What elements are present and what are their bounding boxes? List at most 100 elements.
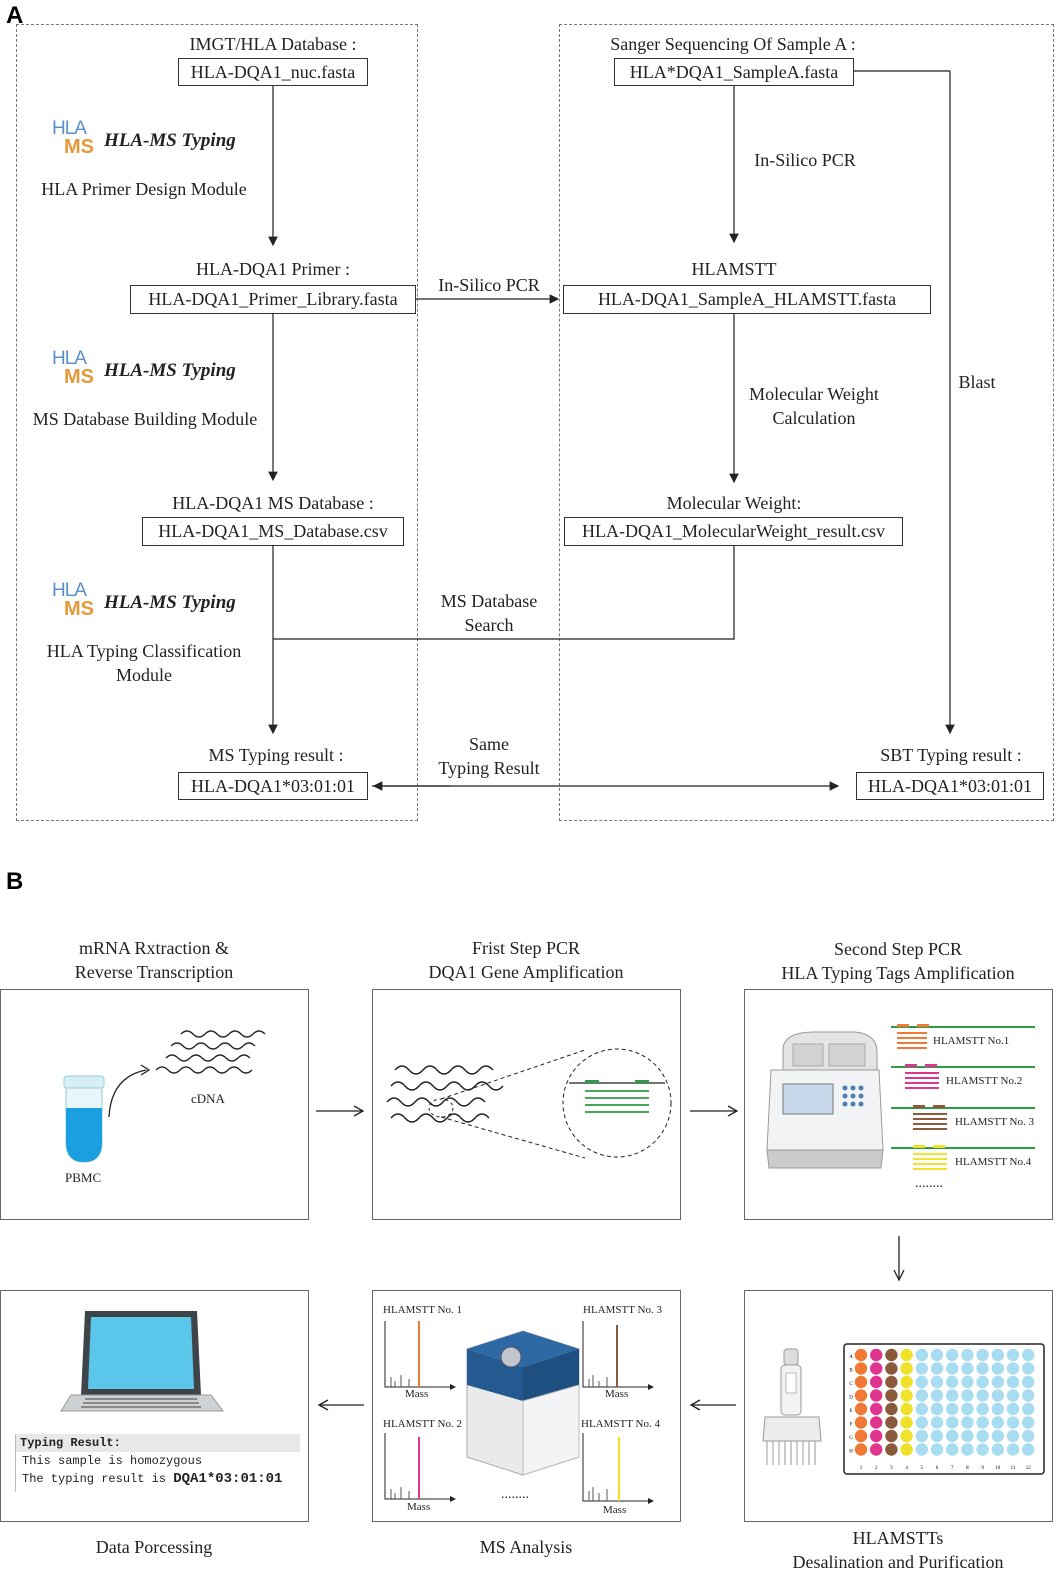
thermocycler-icon xyxy=(766,1031,884,1169)
plate-well xyxy=(991,1443,1004,1456)
plate-row-label: H xyxy=(849,1450,853,1455)
plate-well xyxy=(976,1348,989,1362)
arrow-step4-to-step5 xyxy=(689,1399,736,1411)
plate-well xyxy=(930,1443,944,1456)
in-silico-pcr-mid-label: In-Silico PCR xyxy=(438,275,540,295)
plate-well xyxy=(885,1375,898,1389)
plate-row-label: A xyxy=(849,1355,853,1360)
mw-calc-line2: Calculation xyxy=(772,408,856,428)
step6-caption: Data Porcessing xyxy=(95,1537,213,1557)
plate-col-label: 9 xyxy=(981,1466,984,1471)
plate-well xyxy=(930,1416,944,1429)
plate-col-label: 12 xyxy=(1026,1466,1032,1471)
step1-box: cDNA PBMC xyxy=(0,989,309,1220)
plate-well xyxy=(870,1416,883,1429)
plate-well xyxy=(991,1389,1004,1402)
plate-well xyxy=(991,1429,1004,1443)
imgt-file-box: HLA-DQA1_nuc.fasta xyxy=(178,58,368,86)
arrow-step2-to-step3 xyxy=(690,1105,739,1117)
typing-result-line2: The typing result is DQA1*03:01:01 xyxy=(22,1471,282,1487)
plate-row-label: E xyxy=(849,1409,852,1414)
plate-well xyxy=(1006,1389,1020,1402)
tool-name-2: HLA-MS Typing xyxy=(104,360,236,381)
tool-name-3: HLA-MS Typing xyxy=(104,592,236,613)
plate-well xyxy=(885,1389,898,1402)
plate-well xyxy=(976,1402,989,1416)
plate-well xyxy=(961,1362,974,1375)
plate-well xyxy=(854,1362,868,1375)
plate-well xyxy=(976,1389,989,1402)
plate-well xyxy=(900,1443,913,1456)
plate-well xyxy=(854,1402,868,1416)
hlamstt-title: HLAMSTT xyxy=(691,259,777,279)
plate-well xyxy=(854,1429,868,1443)
step2-box xyxy=(372,989,681,1220)
spectrum-label-1: HLAMSTT No. 1 xyxy=(383,1304,462,1316)
plate-well xyxy=(976,1375,989,1389)
multichannel-pipette-icon xyxy=(762,1348,822,1465)
curved-arrow xyxy=(108,1064,151,1118)
plate-well xyxy=(991,1416,1004,1429)
plate-well xyxy=(1022,1443,1035,1456)
right-dashed-frame xyxy=(559,24,1054,821)
arrow-step1-to-step2 xyxy=(316,1105,365,1117)
plate-row-label: F xyxy=(850,1423,853,1428)
plate-well xyxy=(885,1429,898,1443)
hlamstt-file-box: HLA-DQA1_SampleA_HLAMSTT.fasta xyxy=(563,285,931,314)
step5-caption: MS Analysis xyxy=(479,1537,573,1557)
plate-well xyxy=(900,1402,913,1416)
hla-ms-logo: HLA MS xyxy=(52,348,98,392)
plate-well xyxy=(900,1429,913,1443)
plate-well xyxy=(976,1429,989,1443)
panel-a-connectors xyxy=(268,70,955,791)
plate-well xyxy=(885,1402,898,1416)
plate-well xyxy=(1006,1348,1020,1362)
plate-well xyxy=(946,1443,959,1456)
spectra-more: ........ xyxy=(501,1487,529,1502)
plate-well xyxy=(961,1375,974,1389)
arrow-blast xyxy=(853,70,955,735)
logo-ms-text: MS xyxy=(64,136,94,158)
plate-col-label: 4 xyxy=(905,1466,908,1471)
plate-well xyxy=(870,1402,883,1416)
plate-well xyxy=(946,1416,959,1429)
plate-well xyxy=(1022,1429,1035,1443)
module-classification-line1: HLA Typing Classification xyxy=(46,641,242,661)
blast-label: Blast xyxy=(958,372,996,392)
spectra-graphic xyxy=(384,1321,654,1504)
sbt-result-title: SBT Typing result : xyxy=(880,745,1022,765)
mw-title: Molecular Weight: xyxy=(666,493,802,513)
plate-well xyxy=(930,1375,944,1389)
plate-well xyxy=(885,1348,898,1362)
plate-well xyxy=(1006,1375,1020,1389)
step4-caption-line1: HLAMSTTs xyxy=(852,1528,944,1548)
logo-hla-text: HLA xyxy=(52,118,87,139)
plate-col-label: 1 xyxy=(860,1466,863,1471)
plate-well xyxy=(930,1348,944,1362)
plate-well xyxy=(915,1416,928,1429)
mass-label-2: Mass xyxy=(407,1501,431,1513)
plate-well xyxy=(915,1402,928,1416)
plate-well xyxy=(854,1375,868,1389)
plate-well xyxy=(915,1348,928,1362)
plate-well xyxy=(854,1348,868,1362)
step5-box: HLAMSTT No. 1 HLAMSTT No. 3 HLAMSTT No. … xyxy=(372,1290,681,1522)
spectrum-label-4: HLAMSTT No. 4 xyxy=(581,1418,660,1430)
plate-well xyxy=(946,1362,959,1375)
cdna-strands xyxy=(155,1030,266,1074)
plate-well xyxy=(1006,1429,1020,1443)
plate-well xyxy=(1022,1416,1035,1429)
plate-well xyxy=(930,1429,944,1443)
pbmc-tube xyxy=(63,1075,105,1163)
spectrum-label-2: HLAMSTT No. 2 xyxy=(383,1418,462,1430)
plate-well xyxy=(946,1348,959,1362)
tag-label-4: HLAMSTT No.4 xyxy=(955,1156,1032,1168)
plate-well xyxy=(946,1402,959,1416)
plate-well xyxy=(915,1443,928,1456)
step2-caption-line1: Frist Step PCR xyxy=(471,938,581,958)
plate-col-label: 5 xyxy=(921,1466,924,1471)
plate-well xyxy=(1006,1416,1020,1429)
plate-col-label: 8 xyxy=(966,1466,969,1471)
msdb-file-box: HLA-DQA1_MS_Database.csv xyxy=(142,517,404,546)
panel-a-letter: A xyxy=(6,2,24,29)
